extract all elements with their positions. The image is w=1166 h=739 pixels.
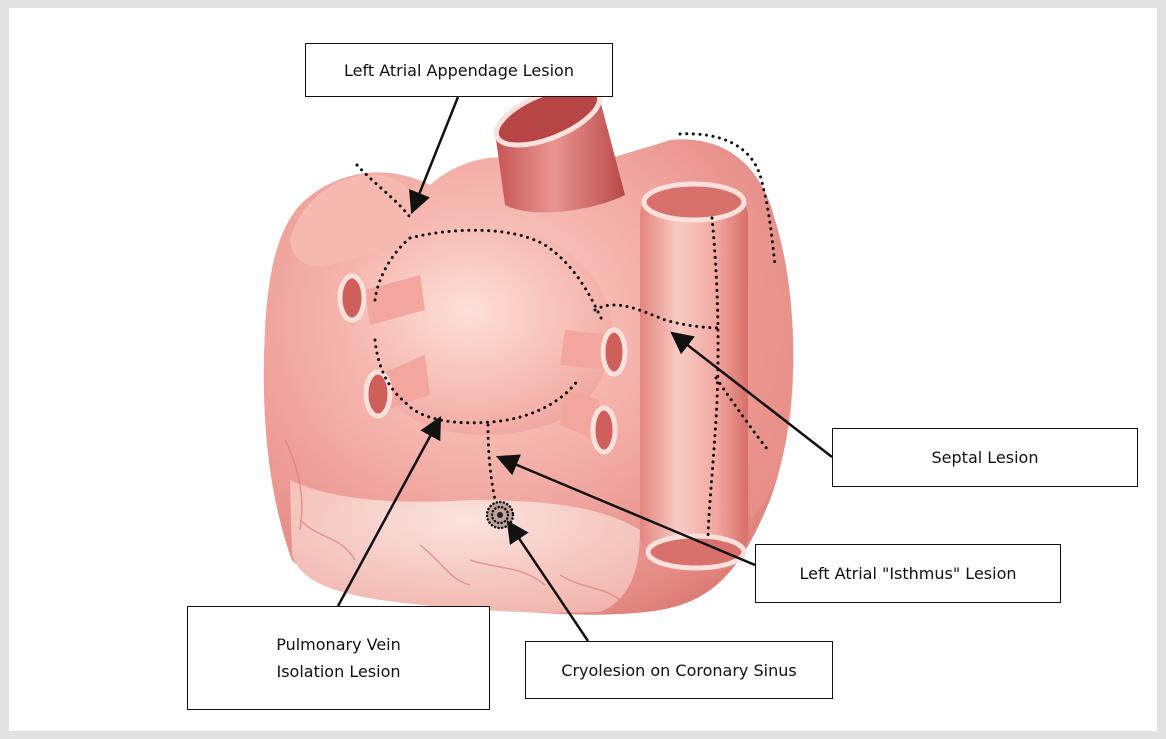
label-text: Left Atrial Appendage Lesion xyxy=(344,57,574,84)
label-text: Cryolesion on Coronary Sinus xyxy=(561,657,796,684)
label-pulmonary-vein-isolation-lesion: Pulmonary Vein Isolation Lesion xyxy=(187,606,490,710)
right-atrium-edge xyxy=(748,200,794,520)
label-text: Septal Lesion xyxy=(932,444,1039,471)
svc-opening xyxy=(644,184,744,220)
label-text: Left Atrial "Isthmus" Lesion xyxy=(799,560,1016,587)
label-isthmus-lesion: Left Atrial "Isthmus" Lesion xyxy=(755,544,1061,603)
label-cryolesion-coronary-sinus: Cryolesion on Coronary Sinus xyxy=(525,641,833,699)
label-text-line1: Pulmonary Vein xyxy=(276,631,401,658)
superior-vena-cava xyxy=(640,195,748,555)
label-text-line2: Isolation Lesion xyxy=(276,658,401,685)
label-left-atrial-appendage-lesion: Left Atrial Appendage Lesion xyxy=(305,43,613,97)
heart-illustration xyxy=(264,75,794,615)
label-septal-lesion: Septal Lesion xyxy=(832,428,1138,487)
